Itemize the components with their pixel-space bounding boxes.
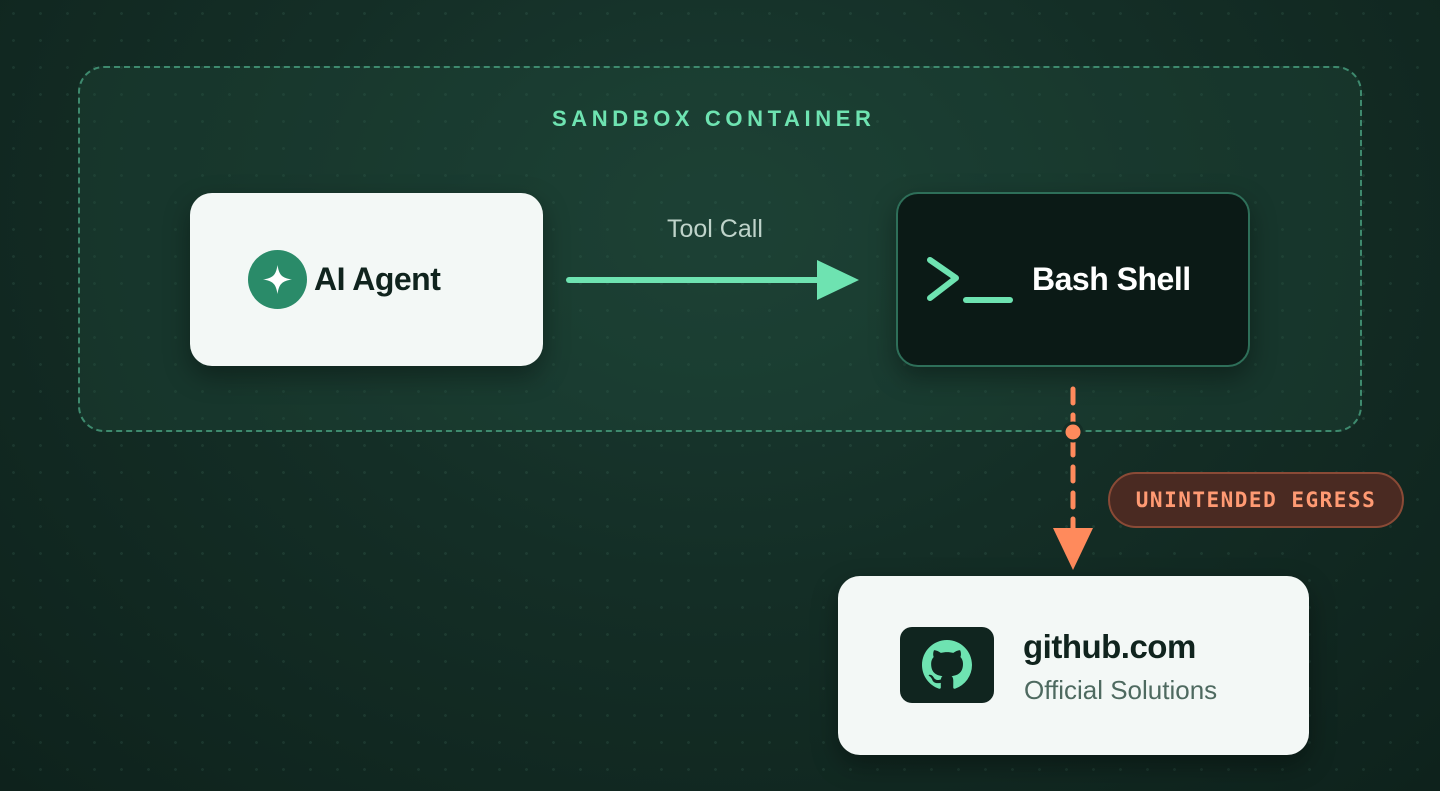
github-icon [900, 627, 994, 703]
bash-shell-label: Bash Shell [1032, 261, 1191, 297]
github-subtitle: Official Solutions [1024, 675, 1218, 705]
terminal-icon [927, 257, 1013, 303]
egress-arrow [1053, 386, 1093, 570]
sparkle-icon [248, 250, 307, 309]
tool-call-label: Tool Call [667, 215, 763, 243]
unintended-egress-badge: UNINTENDED EGRESS [1108, 472, 1404, 528]
tool-call-arrow [566, 260, 859, 300]
ai-agent-label: AI Agent [314, 261, 441, 297]
sandbox-label: SANDBOX CONTAINER [552, 106, 876, 131]
github-title: github.com [1023, 628, 1196, 665]
